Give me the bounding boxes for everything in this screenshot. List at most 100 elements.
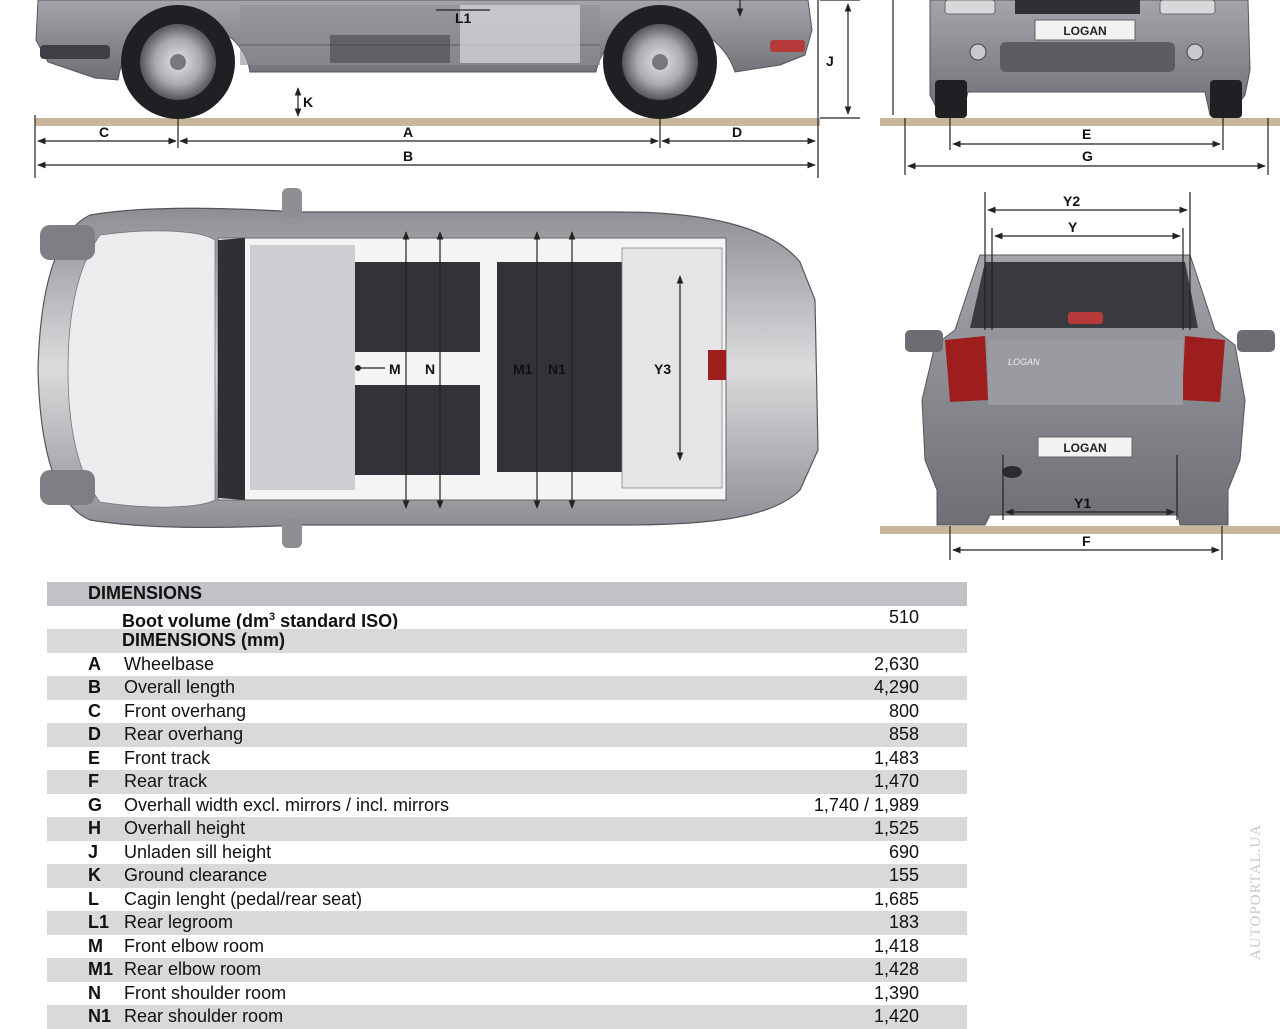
front-view: LOGAN E G	[880, 0, 1280, 175]
dimension-value: 1,420	[873, 1006, 919, 1026]
dimensions-table: DIMENSIONS Boot volume (dm3 standard ISO…	[47, 582, 967, 1029]
dim-label-m1: M1	[513, 361, 533, 377]
dim-label-y: Y	[1068, 219, 1078, 235]
dimension-value: 1,685	[873, 888, 919, 909]
dim-label-y3: Y3	[654, 361, 671, 377]
table-title-row: DIMENSIONS	[47, 582, 967, 606]
table-row: E Front track 1,483	[47, 747, 967, 771]
dimension-label: Unladen sill height	[124, 841, 272, 862]
dimension-label: Ground clearance	[124, 865, 268, 885]
dim-label-y2: Y2	[1063, 193, 1080, 209]
dimension-label: Rear overhang	[124, 724, 244, 744]
dimension-code: F	[88, 771, 99, 791]
table-subtitle-row: DIMENSIONS (mm)	[47, 629, 967, 653]
dimension-label: Overall length	[124, 677, 236, 697]
dim-label-c: C	[99, 124, 109, 140]
boot-volume-row: Boot volume (dm3 standard ISO) 510	[47, 606, 967, 631]
table-row: N1 Rear shoulder room 1,420	[47, 1005, 967, 1029]
dim-label-g: G	[1082, 148, 1093, 164]
front-wheel	[121, 5, 235, 119]
dimension-code: A	[88, 653, 101, 674]
dimension-label: Front elbow room	[124, 935, 265, 956]
dimension-code: L	[88, 888, 99, 909]
table-row: M Front elbow room 1,418	[47, 935, 967, 959]
dimension-value: 800	[888, 700, 919, 721]
dimension-value: 1,525	[873, 818, 919, 838]
dimension-label: Front track	[124, 747, 211, 768]
boot-volume-label: Boot volume (dm3 standard ISO)	[122, 610, 399, 631]
dim-label-b: B	[403, 148, 413, 164]
dimension-value: 155	[888, 865, 919, 885]
dim-label-m: M	[389, 361, 401, 377]
dimension-value: 2,630	[873, 653, 919, 674]
front-badge: LOGAN	[1063, 24, 1106, 38]
dim-label-d: D	[732, 124, 742, 140]
dimension-label: Rear legroom	[124, 912, 234, 932]
ground-strip	[35, 118, 820, 126]
dimension-code: J	[88, 841, 99, 862]
table-row: J Unladen sill height 690	[47, 841, 967, 865]
table-row: C Front overhang 800	[47, 700, 967, 724]
boot-volume-value: 510	[888, 606, 919, 627]
dimension-code: N	[88, 982, 101, 1003]
dim-label-y1: Y1	[1074, 495, 1091, 511]
dimension-label: Rear shoulder room	[124, 1006, 284, 1026]
watermark: AUTOPORTAL.UA	[1248, 823, 1264, 960]
dim-label-n: N	[425, 361, 435, 377]
dimension-code: G	[88, 794, 103, 815]
table-row: B Overall length 4,290	[47, 676, 967, 700]
dimension-code: B	[88, 677, 101, 697]
dimension-code: E	[88, 747, 101, 768]
table-subtitle: DIMENSIONS (mm)	[122, 630, 286, 650]
dim-label-k: K	[303, 94, 313, 110]
dimension-value: 4,290	[873, 677, 919, 697]
table-row: N Front shoulder room 1,390	[47, 982, 967, 1006]
dim-label-a: A	[403, 124, 413, 140]
dimension-value: 690	[888, 841, 919, 862]
dimension-code: L1	[88, 912, 110, 932]
dimension-value: 858	[888, 724, 919, 744]
vehicle-dimension-diagram: C A D B J K L1 LOGAN E G	[34, 0, 1280, 560]
dimension-code: N1	[88, 1006, 112, 1026]
dim-label-l1: L1	[455, 10, 472, 26]
dimension-code: K	[88, 865, 101, 885]
dimension-label: Rear track	[124, 771, 208, 791]
dimension-label: Cagin lenght (pedal/rear seat)	[124, 888, 363, 909]
dimension-code: D	[88, 724, 101, 744]
dimension-value: 1,483	[873, 747, 919, 768]
dimension-value: 1,428	[873, 959, 919, 979]
dimension-label: Rear elbow room	[124, 959, 262, 979]
dimension-label: Front shoulder room	[124, 982, 287, 1003]
dimension-value: 1,470	[873, 771, 919, 791]
table-title: DIMENSIONS	[88, 583, 203, 603]
side-view: C A D B J K L1	[34, 0, 860, 178]
dimension-label: Front overhang	[124, 700, 247, 721]
dimension-code: C	[88, 700, 101, 721]
ground-strip-rear	[880, 526, 1280, 534]
dim-label-f: F	[1082, 533, 1091, 549]
dimension-value: 1,390	[873, 982, 919, 1003]
table-row: L1 Rear legroom 183	[47, 911, 967, 935]
rear-wheel	[603, 5, 717, 119]
dimension-label: Overhall height	[124, 818, 246, 838]
dim-label-n1: N1	[548, 361, 566, 377]
rear-view: LOGAN LOGAN Y2 Y Y1 F	[880, 192, 1280, 560]
dimension-code: M	[88, 935, 103, 956]
table-row: D Rear overhang 858	[47, 723, 967, 747]
table-row: H Overhall height 1,525	[47, 817, 967, 841]
table-row: F Rear track 1,470	[47, 770, 967, 794]
dim-label-j: J	[826, 53, 834, 69]
dimension-value: 183	[888, 912, 919, 932]
dimension-value: 1,418	[873, 935, 919, 956]
dimension-code: H	[88, 818, 101, 838]
dimension-value: 1,740 / 1,989	[813, 794, 919, 815]
table-row: K Ground clearance 155	[47, 864, 967, 888]
trunk-badge: LOGAN	[1008, 357, 1040, 367]
top-view: M N M1 N1 Y3	[37, 188, 819, 548]
table-row: L Cagin lenght (pedal/rear seat) 1,685	[47, 888, 967, 912]
ground-strip-front	[880, 118, 1280, 126]
